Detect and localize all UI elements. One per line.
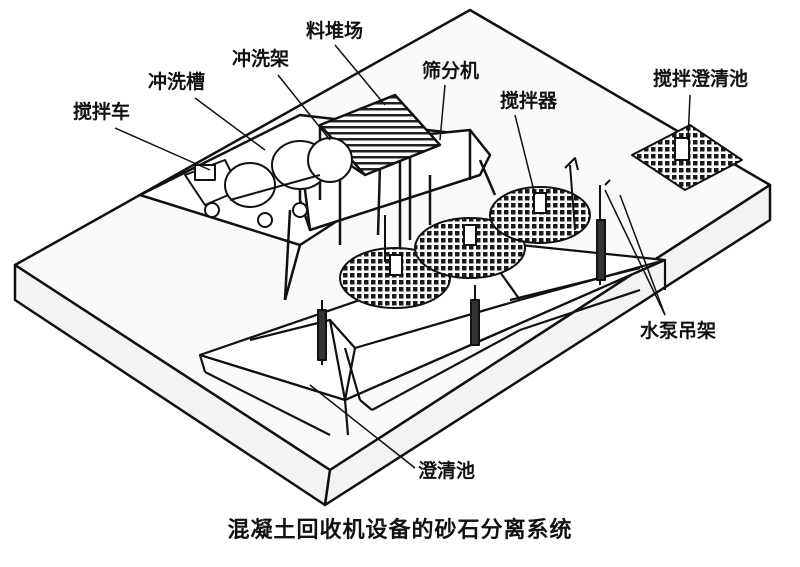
screening-machine-label: 筛分机 [422,60,480,82]
figure-caption: 混凝土回收机设备的砂石分离系统 [227,518,573,543]
clarifier-label: 澄清池 [418,460,476,482]
wash-rack-label: 冲洗架 [232,48,290,70]
pump-hangers [317,157,611,365]
mixer-truck-label: 搅拌车 [73,101,131,123]
leader-lines [114,44,691,469]
agitated-clarifier-label: 搅拌澄清池 [653,68,749,90]
wash-tank-label: 冲洗槽 [148,71,206,93]
clarifier-basins [198,243,667,436]
agitator-label: 搅拌器 [500,90,558,112]
material-yard-label: 料堆场 [306,20,364,42]
mixer-truck [184,137,353,228]
pump-hanger-label: 水泵吊架 [640,320,717,342]
agitator-tanks [339,186,591,309]
agitated-clarifier-tank [631,124,743,191]
